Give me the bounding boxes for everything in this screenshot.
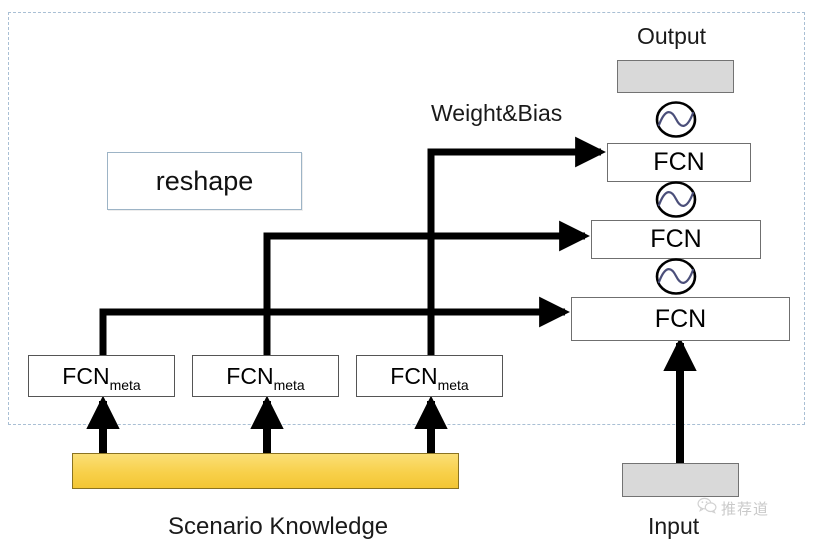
dashed-module-boundary: [8, 12, 805, 425]
reshape-box[interactable]: reshape: [107, 152, 302, 210]
fcn-meta-1-subscript: meta: [273, 376, 305, 393]
output-bar: [617, 60, 734, 93]
edge-meta1-to-fcn-middle: [263, 220, 590, 355]
activation-sine-bottom-icon: [655, 258, 697, 295]
fcn-box-top[interactable]: FCN: [607, 143, 751, 182]
fcn-meta-2-label: FCNmeta: [390, 362, 469, 393]
weight-bias-label: Weight&Bias: [431, 100, 563, 126]
output-label: Output: [637, 23, 707, 49]
scenario-knowledge-bar: [72, 453, 459, 489]
input-bar: [622, 463, 739, 497]
wechat-icon: [697, 497, 717, 519]
fcn-middle-label: FCN: [650, 225, 702, 253]
scenario-knowledge-label: Scenario Knowledge: [168, 513, 389, 540]
activation-sine-middle-icon: [655, 181, 697, 218]
edge-meta0-to-fcn-bottom: [99, 296, 570, 355]
fcn-meta-1-label: FCNmeta: [226, 362, 305, 393]
fcn-meta-2-subscript: meta: [437, 376, 469, 393]
activation-sine-top-icon: [655, 101, 697, 138]
edge-meta2-to-fcn-top: [427, 136, 606, 355]
fcn-bottom-label: FCN: [654, 304, 707, 333]
watermark-text: 推荐道: [721, 499, 770, 518]
fcn-box-middle[interactable]: FCN: [591, 220, 761, 259]
input-label: Input: [648, 513, 700, 539]
reshape-label: reshape: [155, 165, 254, 196]
fcn-meta-0-subscript: meta: [109, 376, 141, 393]
fcn-meta-box-1[interactable]: FCNmeta: [192, 355, 339, 397]
fcn-meta-box-0[interactable]: FCNmeta: [28, 355, 175, 397]
fcn-top-label: FCN: [653, 148, 705, 176]
fcn-meta-0-label: FCNmeta: [62, 362, 141, 393]
fcn-meta-box-2[interactable]: FCNmeta: [356, 355, 503, 397]
fcn-box-bottom[interactable]: FCN: [571, 297, 790, 341]
watermark: 推荐道: [697, 497, 769, 519]
